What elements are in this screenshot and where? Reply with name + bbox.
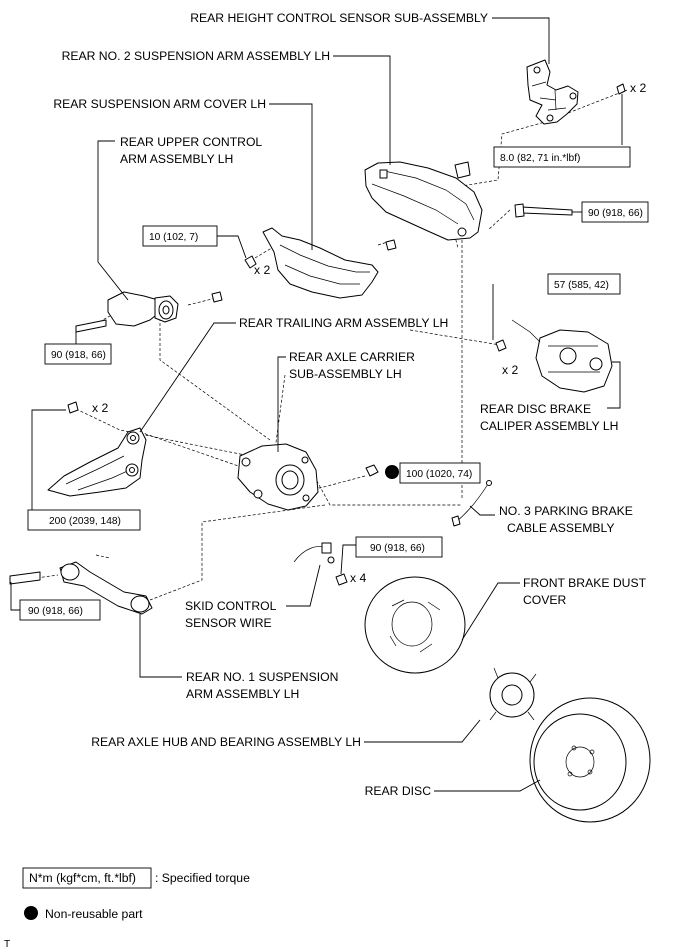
corner-mark: T — [4, 939, 10, 950]
leader-lines — [10, 17, 623, 792]
qty-sensor: x 2 — [630, 81, 646, 95]
label-trailing-arm: REAR TRAILING ARM ASSEMBLY LH — [239, 316, 448, 330]
label-upper-arm-line1: REAR UPPER CONTROL — [120, 135, 262, 149]
label-caliper-line2: CALIPER ASSEMBLY LH — [480, 419, 618, 433]
label-no1-arm-line2: ARM ASSEMBLY LH — [186, 687, 299, 701]
label-upper-arm-line2: ARM ASSEMBLY LH — [120, 152, 233, 166]
svg-text:100 (1020, 74): 100 (1020, 74) — [406, 469, 472, 480]
legend-torque-text: : Specified torque — [155, 871, 250, 885]
dust-cover-drawing — [335, 573, 466, 674]
svg-text:57 (585, 42): 57 (585, 42) — [554, 280, 609, 291]
arm-cover-drawing — [244, 227, 379, 299]
legend-torque-box — [22, 867, 152, 889]
legend-nonreusable-mark — [24, 906, 38, 920]
disc-drawing — [529, 697, 651, 823]
upper-arm-drawing — [75, 291, 223, 333]
svg-text:90 (918, 66): 90 (918, 66) — [51, 350, 106, 361]
legend: N*m (kgf*cm, ft.*lbf) : Specified torque… — [22, 867, 250, 921]
carrier-nut-drawing — [365, 464, 399, 479]
label-caliper-line1: REAR DISC BRAKE — [480, 402, 591, 416]
height-sensor-drawing — [526, 59, 626, 125]
non-reusable-mark — [385, 465, 399, 479]
qty-caliper: x 2 — [502, 363, 518, 377]
trailing-arm-drawing — [47, 401, 147, 497]
label-parking-cable-line2: CABLE ASSEMBLY — [507, 521, 614, 535]
parking-cable-drawing — [451, 480, 492, 527]
label-dust-cover-line1: FRONT BRAKE DUST — [523, 576, 647, 590]
label-height-sensor: REAR HEIGHT CONTROL SENSOR SUB-ASSEMBLY — [190, 11, 488, 25]
label-skid-sensor-line1: SKID CONTROL — [185, 599, 277, 613]
caliper-drawing — [495, 319, 613, 393]
no2-arm-drawing — [364, 161, 573, 251]
svg-text:90 (918, 66): 90 (918, 66) — [370, 543, 425, 554]
qty-cover: x 2 — [254, 263, 270, 277]
label-parking-cable-line1: NO. 3 PARKING BRAKE — [499, 504, 633, 518]
skid-sensor-drawing — [293, 542, 335, 564]
torque-no2-bolt: 90 (918, 66) — [581, 201, 649, 223]
legend-nonreusable-text: Non-reusable part — [45, 907, 143, 921]
label-axle-carrier-line2: SUB-ASSEMBLY LH — [289, 367, 402, 381]
svg-text:200 (2039, 148): 200 (2039, 148) — [49, 516, 121, 527]
svg-text:90 (918, 66): 90 (918, 66) — [588, 208, 643, 219]
torque-cover-bolt: 10 (102, 7) — [142, 225, 218, 247]
label-disc: REAR DISC — [365, 784, 432, 798]
qty-trailing: x 2 — [92, 401, 108, 415]
label-arm-cover: REAR SUSPENSION ARM COVER LH — [53, 97, 266, 111]
label-axle-carrier-line1: REAR AXLE CARRIER — [289, 350, 415, 364]
svg-text:8.0 (82, 71 in.*lbf): 8.0 (82, 71 in.*lbf) — [500, 153, 580, 164]
svg-text:10 (102, 7): 10 (102, 7) — [149, 232, 198, 243]
label-hub: REAR AXLE HUB AND BEARING ASSEMBLY LH — [91, 735, 361, 749]
hub-drawing — [489, 667, 537, 721]
axle-carrier-drawing — [237, 443, 319, 511]
torque-sensor: 8.0 (82, 71 in.*lbf) — [493, 146, 631, 168]
no1-arm-drawing — [9, 561, 153, 615]
torque-no1-arm-bolt: 90 (918, 66) — [19, 599, 101, 621]
quantity-marks: x 2 x 2 x 2 x 2 x 4 — [92, 81, 646, 585]
svg-text:90 (918, 66): 90 (918, 66) — [28, 606, 83, 617]
label-skid-sensor-line2: SENSOR WIRE — [185, 616, 272, 630]
torque-caliper-bolt: 57 (585, 42) — [547, 273, 621, 295]
part-labels: REAR HEIGHT CONTROL SENSOR SUB-ASSEMBLY … — [53, 11, 646, 798]
torque-carrier-nut: 100 (1020, 74) — [399, 462, 481, 484]
label-no1-arm-line1: REAR NO. 1 SUSPENSION — [186, 670, 338, 684]
torque-trailing-bolt: 200 (2039, 148) — [27, 509, 141, 531]
label-dust-cover-line2: COVER — [523, 593, 567, 607]
torque-upper-arm-bolt: 90 (918, 66) — [44, 343, 112, 365]
label-no2-arm: REAR NO. 2 SUSPENSION ARM ASSEMBLY LH — [62, 49, 330, 63]
qty-dust-cover: x 4 — [350, 571, 366, 585]
legend-torque-units: N*m (kgf*cm, ft.*lbf) — [29, 871, 136, 885]
torque-boxes: 8.0 (82, 71 in.*lbf) 90 (918, 66) 10 (10… — [19, 146, 649, 621]
torque-dust-cover-bolt: 90 (918, 66) — [355, 536, 443, 558]
